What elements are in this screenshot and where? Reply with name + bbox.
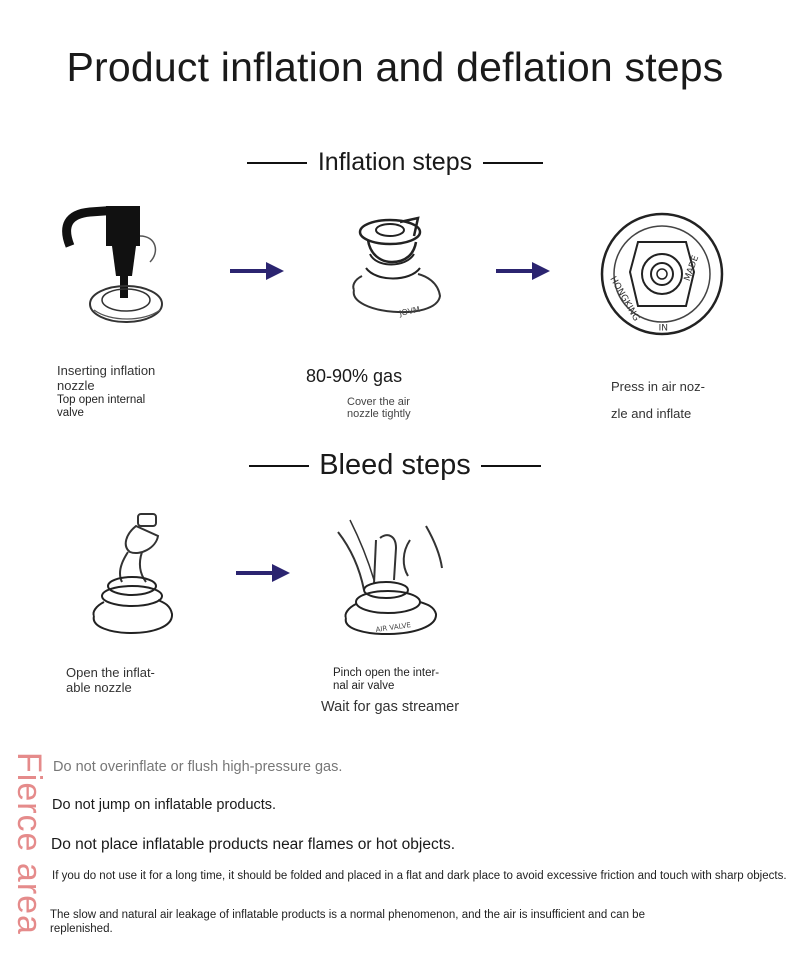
note-item: Do not overinflate or flush high-pressur… bbox=[53, 759, 343, 775]
side-label: Fierce area bbox=[10, 752, 48, 935]
svg-text:JOVM: JOVM bbox=[398, 305, 421, 318]
caption-line: Cover the air bbox=[347, 396, 410, 408]
heading-rule-right bbox=[482, 161, 543, 164]
caption-line: Press in air noz- bbox=[611, 379, 705, 394]
pump-nozzle-illustration-icon bbox=[60, 206, 180, 331]
page-title: Product inflation and deflation steps bbox=[66, 44, 724, 90]
bleed-heading-text: Bleed steps bbox=[319, 449, 471, 481]
bleed-section-heading: Bleed steps bbox=[0, 449, 790, 482]
heading-rule-right bbox=[481, 464, 542, 467]
caption-line: Top open internal bbox=[57, 394, 146, 406]
inflation-step-1-subcaption: Top open internal valve bbox=[57, 394, 145, 420]
svg-text:MADE: MADE bbox=[683, 254, 702, 283]
pinch-valve-illustration-icon: AIR VALVE bbox=[330, 510, 454, 640]
caption-line: able nozzle bbox=[66, 680, 132, 695]
caption-line: Open the inflat- bbox=[66, 665, 155, 680]
heading-rule-left bbox=[247, 161, 308, 164]
inflation-heading-text: Inflation steps bbox=[317, 148, 473, 176]
arrow-right-icon bbox=[236, 564, 290, 582]
inflation-step-1-caption: Inserting inflation nozzle bbox=[57, 363, 155, 393]
inflation-section-heading: Inflation steps bbox=[0, 148, 790, 177]
note-item: If you do not use it for a long time, it… bbox=[52, 870, 787, 882]
caption-line: nal air valve bbox=[333, 680, 395, 692]
bleed-step-2-caption: Wait for gas streamer bbox=[321, 699, 460, 715]
bleed-step-1-caption: Open the inflat- able nozzle bbox=[66, 665, 155, 695]
heading-rule-left bbox=[248, 464, 309, 467]
note-item: The slow and natural air leakage of infl… bbox=[50, 909, 645, 935]
caption-line: zle and inflate bbox=[611, 406, 692, 421]
caption-line: Pinch open the inter- bbox=[333, 667, 440, 679]
caption-line: Inserting inflation bbox=[57, 363, 156, 378]
open-valve-illustration-icon bbox=[86, 512, 176, 638]
arrow-right-icon bbox=[496, 262, 550, 280]
inflation-step-2-caption: 80-90% gas bbox=[306, 366, 403, 386]
inflation-step-3-caption: Press in air noz- zle and inflate bbox=[611, 373, 705, 427]
valve-topview-illustration-icon: HONGKING MADE NI bbox=[598, 212, 728, 338]
caption-line: valve bbox=[57, 407, 84, 419]
note-item: Do not jump on inflatable products. bbox=[52, 797, 277, 813]
arrow-right-icon bbox=[230, 262, 284, 280]
inflation-step-2-subcaption: Cover the air nozzle tightly bbox=[347, 396, 411, 420]
valve-cap-illustration-icon: JOVM bbox=[340, 210, 450, 330]
note-item: Do not place inflatable products near fl… bbox=[51, 836, 456, 853]
svg-text:NI: NI bbox=[659, 321, 668, 331]
caption-line: nozzle tightly bbox=[347, 408, 411, 420]
caption-line: nozzle bbox=[57, 378, 95, 393]
bleed-step-2-subcaption: Pinch open the inter- nal air valve bbox=[333, 667, 439, 693]
